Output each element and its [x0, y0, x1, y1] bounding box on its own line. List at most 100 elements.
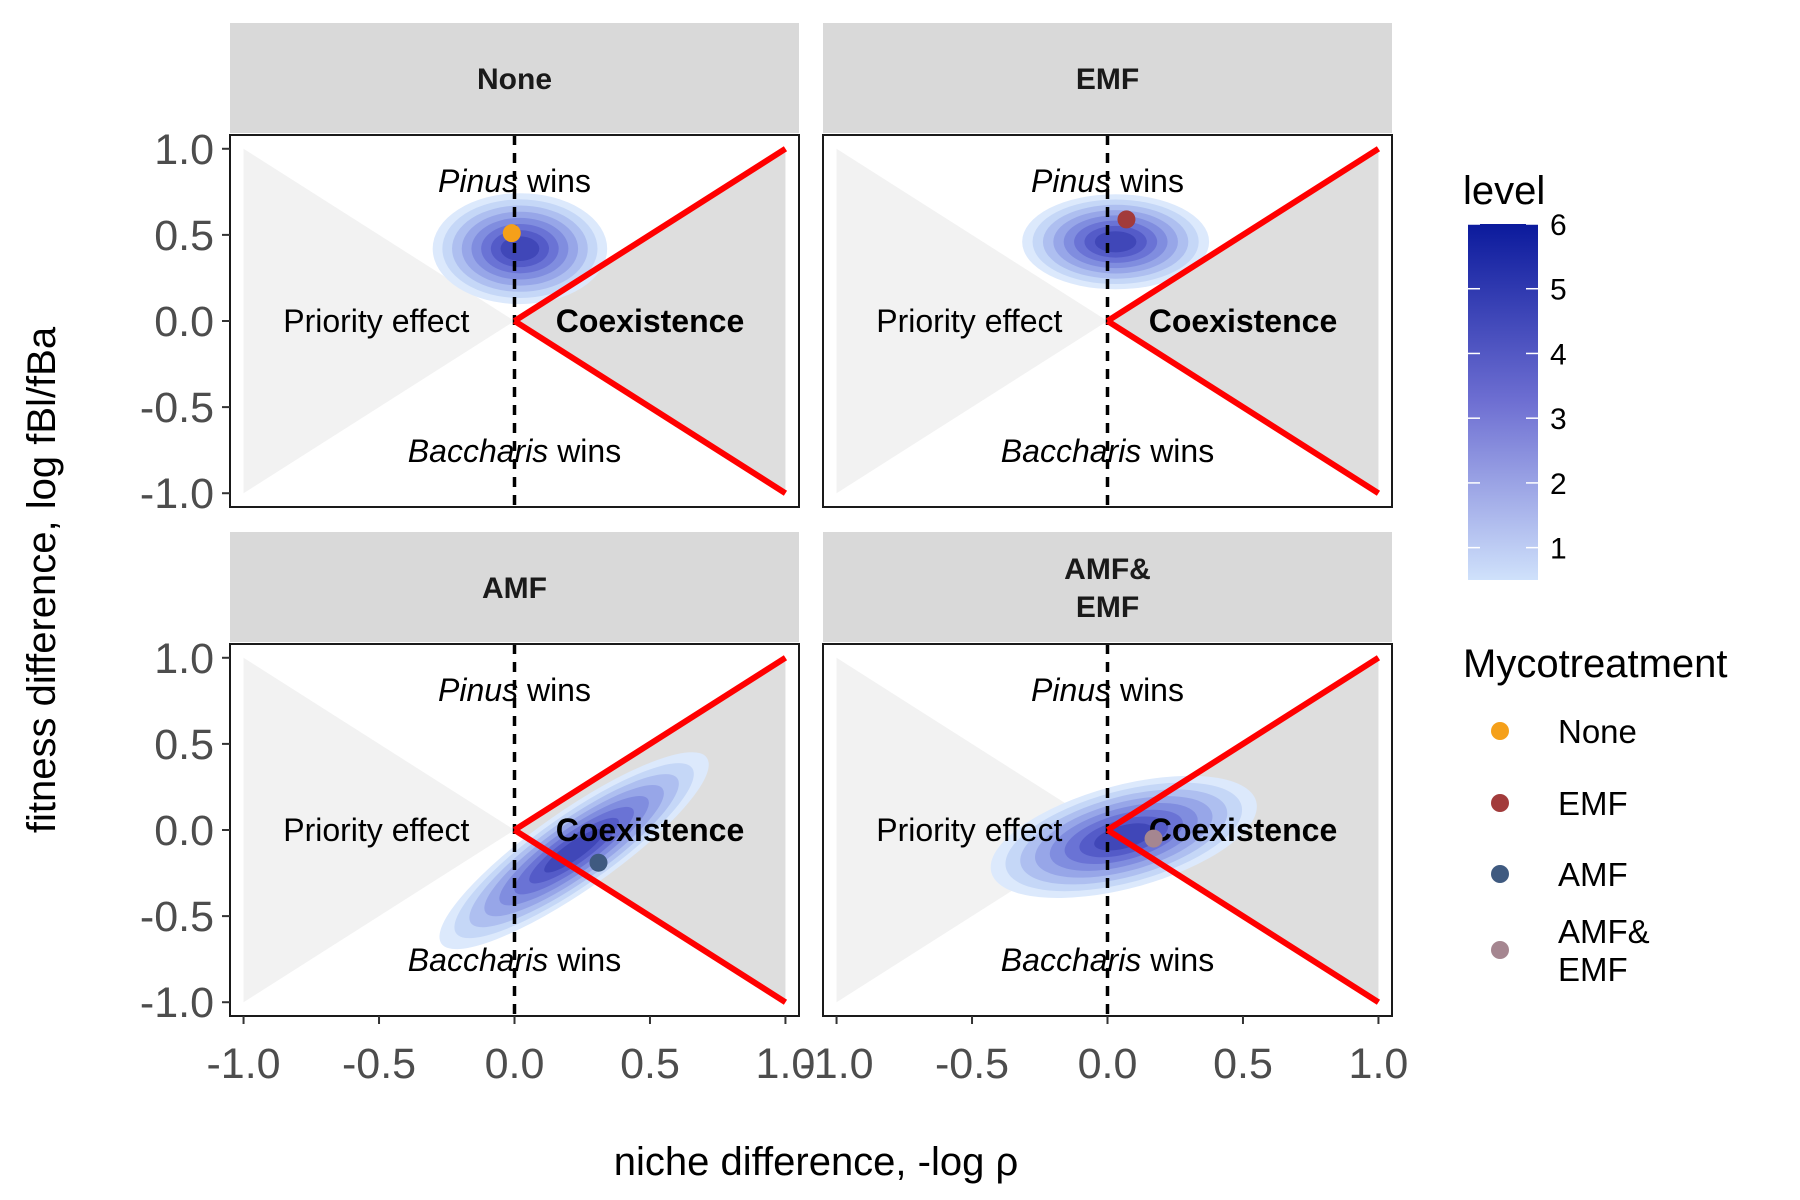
coexistence-region	[1107, 148, 1379, 494]
legend-key	[1491, 722, 1509, 740]
facet-strip-label: EMF	[1076, 591, 1139, 624]
priority-effect-label: Priority effect	[876, 812, 1062, 848]
priority-effect-region	[836, 657, 1108, 1003]
x-tick-label: 0.5	[620, 1040, 680, 1088]
wins-word: wins	[548, 433, 621, 469]
facet-strip	[230, 532, 799, 642]
colorbar-tick-label: 1	[1550, 533, 1567, 566]
baccharis-word: Baccharis	[1001, 942, 1142, 978]
colorbar-title: level	[1463, 169, 1545, 213]
priority-effect-region	[243, 657, 515, 1003]
coexistence-label: Coexistence	[556, 812, 745, 848]
priority-effect-region	[243, 148, 515, 494]
colorbar-tick-label: 2	[1550, 468, 1567, 501]
wins-word: wins	[518, 672, 591, 708]
facet-strip-label: AMF	[482, 572, 547, 605]
data-point	[1117, 210, 1136, 229]
y-tick-label: -0.5	[140, 384, 214, 432]
facet-strip-label: AMF&	[1064, 553, 1151, 586]
legend-key	[1491, 941, 1509, 959]
y-tick-label: 0.0	[154, 298, 214, 346]
legend-label: AMF	[1558, 856, 1628, 893]
x-tick-label: -1.0	[206, 1040, 280, 1088]
wins-word: wins	[1111, 163, 1184, 199]
x-tick-label: 0.0	[485, 1040, 545, 1088]
facet-strip	[230, 23, 799, 133]
y-tick-label: -1.0	[140, 470, 214, 518]
baccharis-word: Baccharis	[408, 942, 549, 978]
x-axis-title: niche difference, -log ρ	[614, 1140, 1018, 1184]
coexistence-boundary-upper	[512, 146, 788, 324]
x-tick-label: -0.5	[935, 1040, 1009, 1088]
wins-word: wins	[1141, 942, 1214, 978]
colorbar-tick-label: 3	[1550, 403, 1567, 436]
colorbar	[1468, 224, 1538, 580]
y-axis-title: fitness difference, log fBl/fBa	[20, 326, 64, 833]
pinus-word: Pinus	[1031, 163, 1111, 199]
coexistence-region	[514, 148, 786, 494]
coexistence-boundary-upper	[1105, 655, 1381, 833]
legend-key	[1491, 794, 1509, 812]
x-tick-label: 1.0	[1349, 1040, 1409, 1088]
priority-effect-label: Priority effect	[283, 303, 469, 339]
pinus-wins-label: Pinus wins	[438, 163, 591, 199]
pinus-word: Pinus	[438, 672, 518, 708]
facet-strip	[823, 23, 1392, 133]
x-tick-label: -1.0	[799, 1040, 873, 1088]
coexistence-boundary-lower	[512, 318, 788, 496]
wins-word: wins	[1111, 672, 1184, 708]
facet-strip	[823, 532, 1392, 642]
data-point	[589, 853, 608, 872]
wins-word: wins	[548, 942, 621, 978]
y-tick-label: -0.5	[140, 893, 214, 941]
y-tick-label: 1.0	[154, 126, 214, 174]
baccharis-word: Baccharis	[408, 433, 549, 469]
coexistence-label: Coexistence	[1149, 812, 1338, 848]
pinus-wins-label: Pinus wins	[1031, 163, 1184, 199]
baccharis-wins-label: Baccharis wins	[408, 942, 621, 978]
priority-effect-label: Priority effect	[876, 303, 1062, 339]
pinus-wins-label: Pinus wins	[1031, 672, 1184, 708]
wins-word: wins	[518, 163, 591, 199]
baccharis-wins-label: Baccharis wins	[1001, 942, 1214, 978]
colorbar-tick-label: 5	[1550, 274, 1567, 307]
coexistence-boundary-lower	[1105, 827, 1381, 1005]
legend-label: AMF&	[1558, 913, 1650, 950]
coexistence-boundary-lower	[512, 827, 788, 1005]
data-point	[502, 224, 521, 243]
legend-key	[1491, 865, 1509, 883]
legend-label: EMF	[1558, 785, 1628, 822]
wins-word: wins	[1141, 433, 1214, 469]
x-tick-label: 0.0	[1078, 1040, 1138, 1088]
panel-border	[822, 134, 1393, 508]
point-legend-title: Mycotreatment	[1463, 642, 1728, 686]
priority-effect-region	[836, 148, 1108, 494]
y-tick-label: 1.0	[154, 635, 214, 683]
colorbar-tick-label: 6	[1550, 209, 1567, 242]
coexistence-boundary-lower	[1105, 318, 1381, 496]
baccharis-wins-label: Baccharis wins	[1001, 433, 1214, 469]
y-tick-label: 0.0	[154, 807, 214, 855]
x-tick-label: 0.5	[1213, 1040, 1273, 1088]
coexistence-boundary-upper	[512, 655, 788, 833]
pinus-wins-label: Pinus wins	[438, 672, 591, 708]
density-contour	[500, 236, 540, 261]
pinus-word: Pinus	[438, 163, 518, 199]
data-point	[1144, 829, 1163, 848]
density-contour	[1094, 231, 1137, 253]
y-tick-label: -1.0	[140, 979, 214, 1027]
y-tick-label: 0.5	[154, 212, 214, 260]
baccharis-wins-label: Baccharis wins	[408, 433, 621, 469]
coexistence-label: Coexistence	[1149, 303, 1338, 339]
x-tick-label: -0.5	[342, 1040, 416, 1088]
pinus-word: Pinus	[1031, 672, 1111, 708]
facet-strip-label: None	[477, 63, 552, 96]
y-tick-label: 0.5	[154, 721, 214, 769]
priority-effect-label: Priority effect	[283, 812, 469, 848]
legend-label: EMF	[1558, 951, 1628, 988]
